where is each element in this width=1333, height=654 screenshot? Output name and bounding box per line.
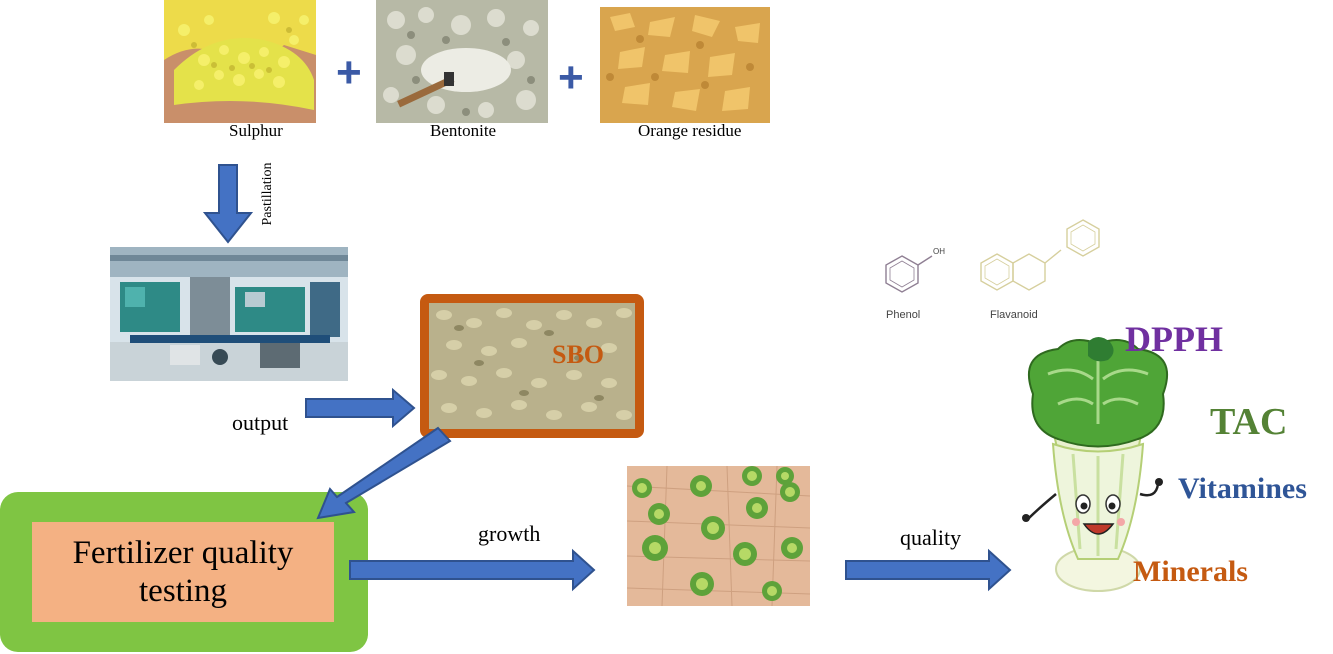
field-photo [627,466,810,606]
orange-residue-photo [600,7,770,123]
fertilizer-testing-inner: Fertilizer quality testing [32,522,334,622]
metric-dpph: DPPH [1125,319,1223,359]
flavanoid-label: Flavanoid [990,309,1038,321]
plus-sign: + [336,48,362,97]
fertilizer-testing-box: Fertilizer quality testing [0,492,368,652]
flavanoid-structure-icon [980,219,1100,291]
phenol-structure-icon [885,255,933,293]
cabbage-mascot-icon [1022,337,1168,592]
quality-arrow [845,548,1012,592]
pastillation-arrow [202,164,254,244]
sulphur-photo [164,0,316,123]
output-arrow [305,387,416,429]
factory-photo [110,247,348,381]
sbo-product-box: SBO [420,294,644,438]
output-label: output [232,410,289,435]
orange-residue-caption: Orange residue [638,121,742,140]
seedling [632,478,652,498]
bentonite-photo [376,0,548,123]
plus-sign: + [558,53,584,102]
sbo-label: SBO [552,340,605,369]
phenol-label: Phenol [886,309,921,321]
metric-tac: TAC [1210,401,1288,443]
bentonite-caption: Bentonite [430,121,497,140]
growth-label: growth [478,521,541,546]
sbo-to-testing-arrow [316,426,452,520]
fertilizer-testing-label: Fertilizer quality testing [72,535,294,609]
oh-group-label: OH [933,247,945,256]
metric-minerals: Minerals [1133,555,1248,588]
growth-arrow [349,548,596,592]
metric-vitamines: Vitamines [1178,472,1307,505]
sulphur-caption: Sulphur [229,121,283,140]
quality-label: quality [900,525,962,550]
